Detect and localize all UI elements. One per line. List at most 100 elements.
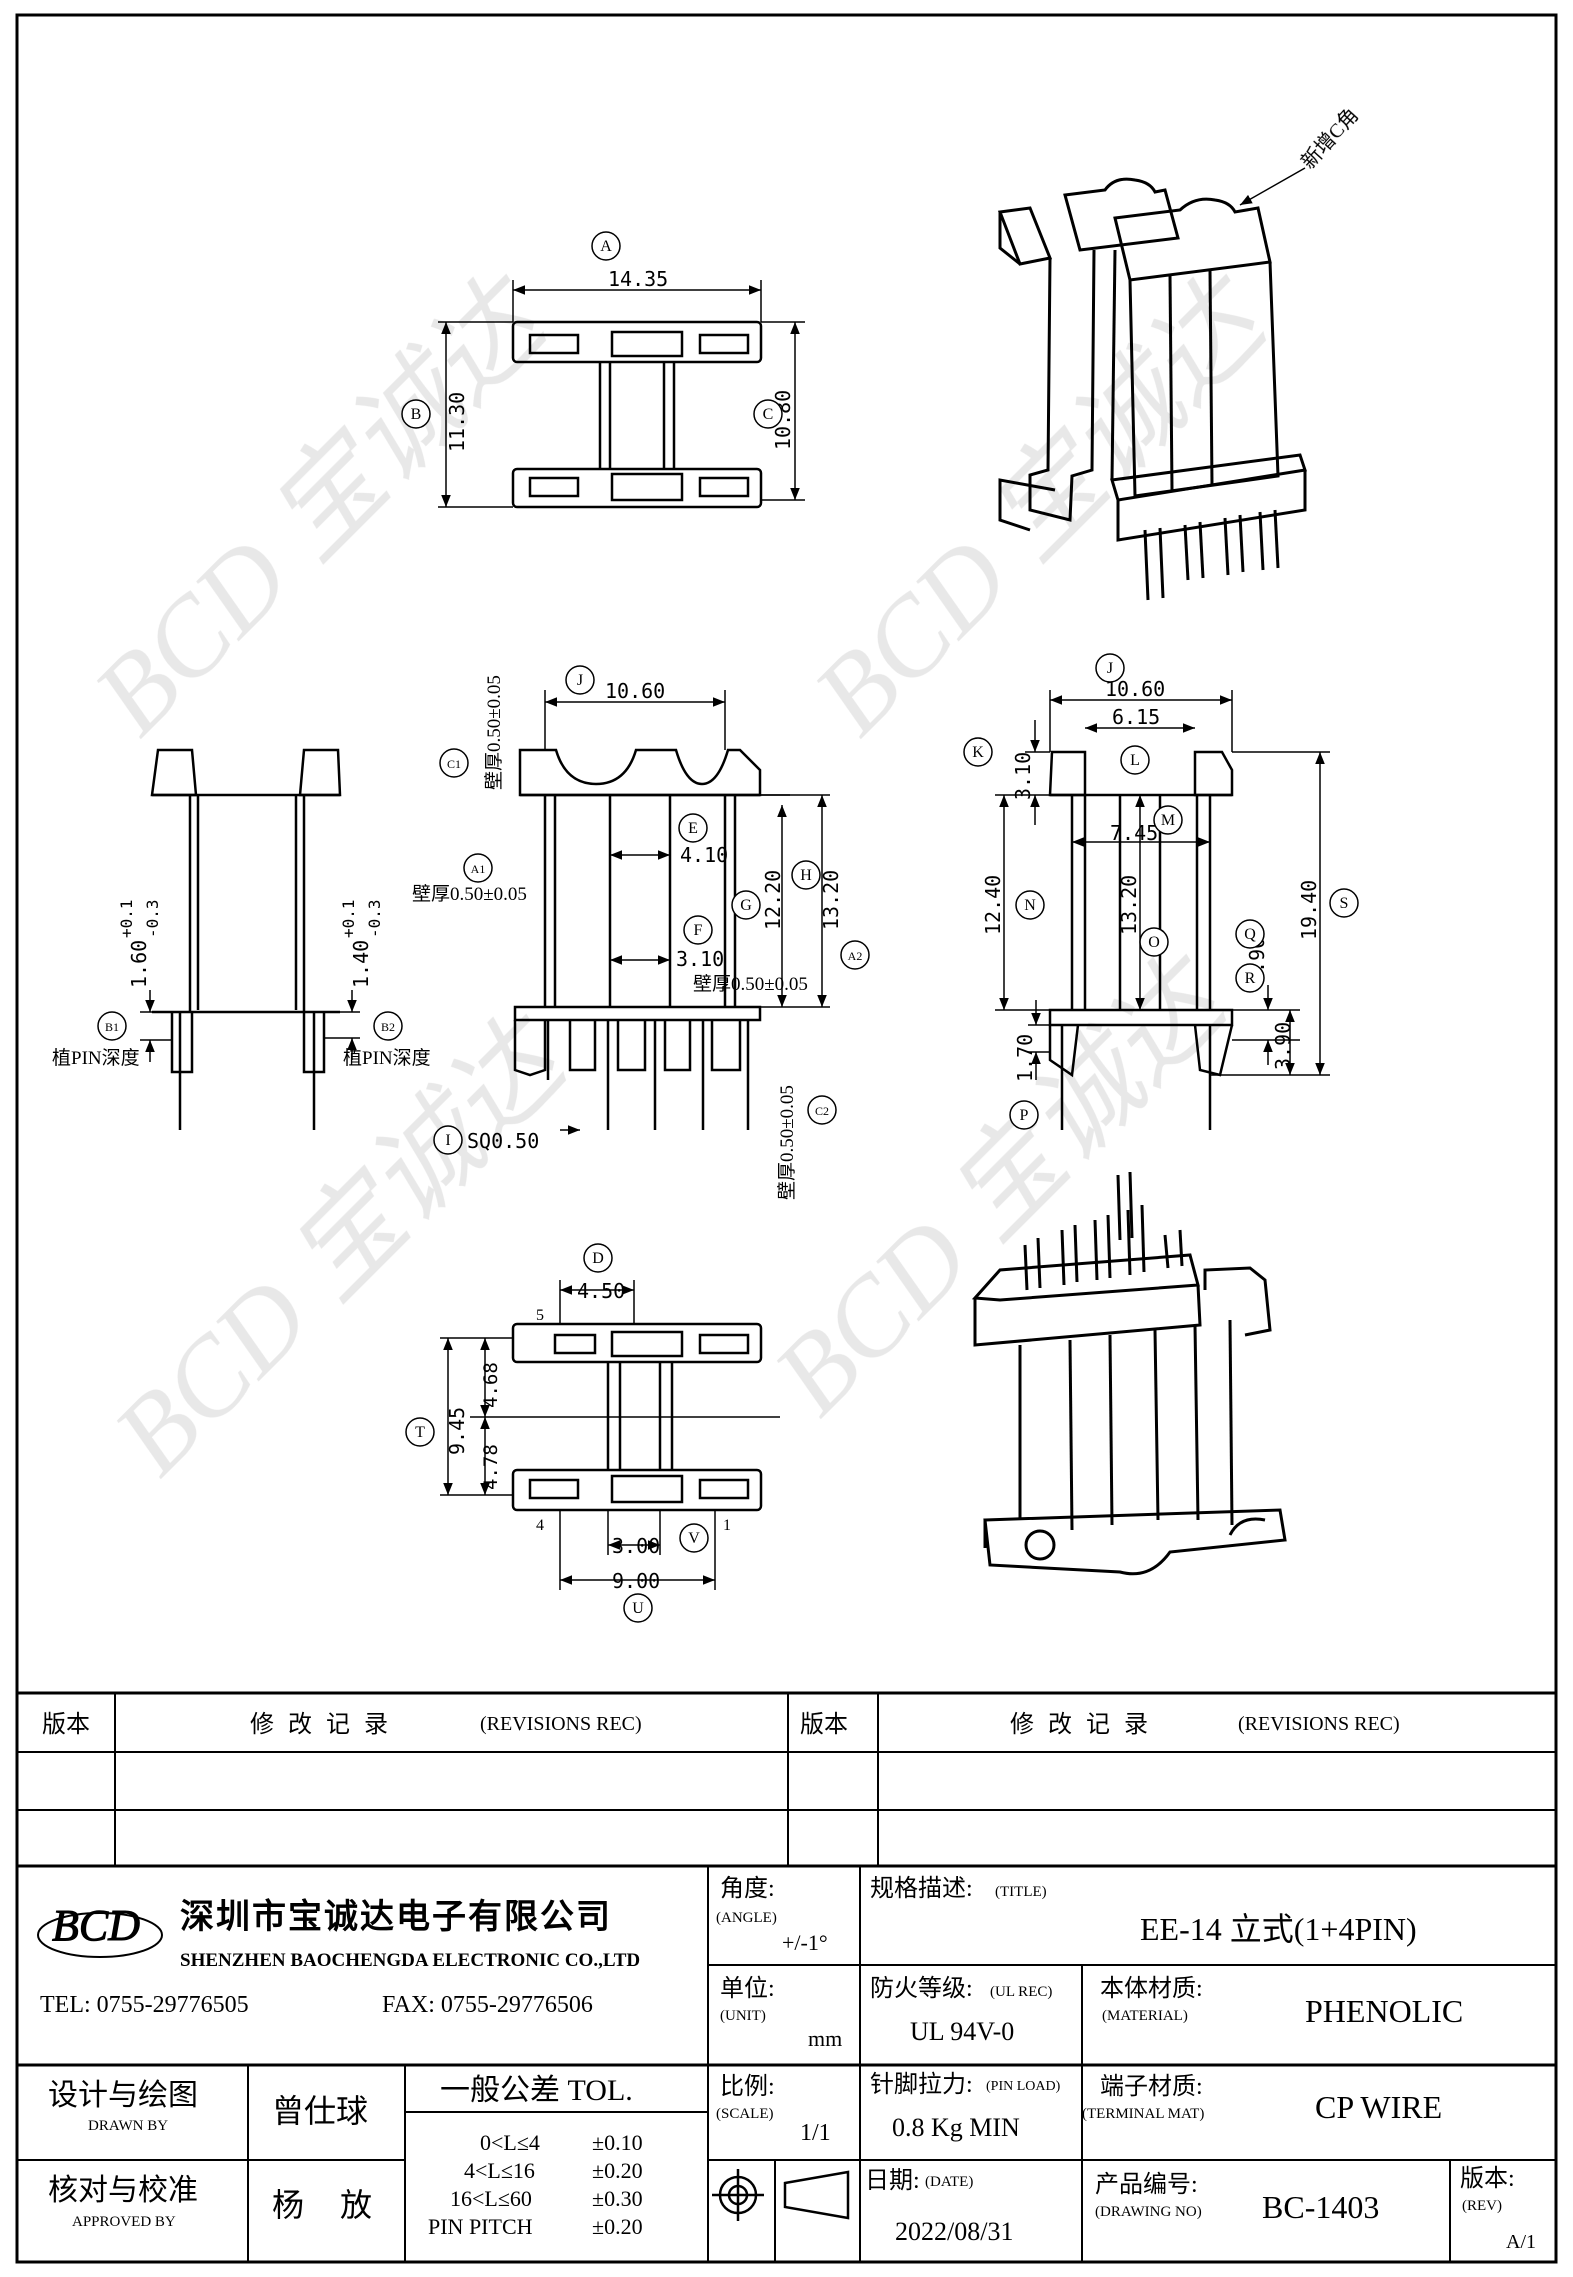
dim-wall-c2: 壁厚0.50±0.05 <box>776 1085 798 1200</box>
callout-label-v: V <box>688 1530 700 1547</box>
tol-value-3: ±0.20 <box>592 2214 643 2239</box>
callout-label-r: R <box>1245 970 1256 987</box>
right-side-view <box>1048 750 1234 1130</box>
top-view <box>511 320 763 509</box>
dim-wall-c1: 壁厚0.50±0.05 <box>483 675 505 790</box>
rev-record-label-right: 修 改 记 录 <box>1010 1711 1152 1738</box>
angle-label: 角度: <box>720 1875 775 1902</box>
dim-J-front-value: 10.60 <box>605 679 665 703</box>
callout-circle-q <box>1235 919 1265 949</box>
callout-circle-e <box>678 813 708 843</box>
company-tel: TEL: 0755-29776505 <box>40 1992 249 2018</box>
callout-circle-l <box>1120 745 1150 775</box>
rev-record-label-en-right: (REVISIONS REC) <box>1238 1713 1400 1735</box>
dim-V-value: 3.00 <box>612 1534 660 1558</box>
dim-450-value: 4.50 <box>577 1279 625 1303</box>
top-view-dims <box>438 280 805 508</box>
company-name-cn: 深圳市宝诚达电子有限公司 <box>180 1897 612 1936</box>
callout-circle-t <box>405 1417 435 1447</box>
dim-R-value: 3.90 <box>1271 1022 1295 1070</box>
left-side-dims <box>140 990 360 1062</box>
approved-value: 杨 放 <box>272 2187 386 2223</box>
dim-P-value: 1.70 <box>1013 1034 1037 1082</box>
pinload-value: 0.8 Kg MIN <box>892 2113 1020 2142</box>
callout-label-d: D <box>592 1250 604 1267</box>
tol-range-1: 4<L≤16 <box>464 2158 535 2183</box>
callout-label-j2: J <box>1107 660 1113 677</box>
rev-version-label-right: 版本 <box>800 1711 848 1738</box>
iso-view-top <box>997 177 1307 601</box>
leader-new-c <box>1239 167 1306 206</box>
company-fax: FAX: 0755-29776506 <box>382 1992 593 2018</box>
dim-A-value: 14.35 <box>608 267 668 291</box>
ul-label: 防火等级: <box>870 1975 973 2002</box>
callout-circle-b2 <box>373 1011 403 1041</box>
pin-number-4: 4 <box>536 1517 544 1534</box>
callout-label-h: H <box>800 867 812 884</box>
dim-U-value: 9.00 <box>612 1569 660 1593</box>
callout-label-e: E <box>688 820 698 837</box>
unit-label: 单位: <box>720 1975 775 2002</box>
callout-label-m: M <box>1161 812 1175 829</box>
dim-wall-a2: 壁厚0.50±0.05 <box>693 973 808 995</box>
callout-label-s: S <box>1340 895 1349 912</box>
watermark: BCD 宝诚达 BCD 宝诚达 BCD 宝诚达 BCD 宝诚达 <box>71 254 1294 1497</box>
company-logo-text: BCD <box>52 1901 140 1950</box>
drawn-label-en: DRAWN BY <box>88 2118 168 2134</box>
dim-H-value: 13.20 <box>819 870 843 930</box>
pin-number-5: 5 <box>536 1307 544 1324</box>
callout-label-g: G <box>740 897 752 914</box>
date-value: 2022/08/31 <box>895 2217 1013 2246</box>
dim-B2-value: 1.40 <box>349 940 373 988</box>
dim-T1-value: 4.68 <box>480 1362 502 1408</box>
callout-label-f: F <box>694 922 703 939</box>
drawn-label: 设计与绘图 <box>48 2079 198 2112</box>
rev-record-label-en-left: (REVISIONS REC) <box>480 1713 642 1735</box>
dim-K-value: 3.10 <box>1011 752 1035 800</box>
callout-label-p: P <box>1020 1107 1029 1124</box>
drawing-label-en: (DRAWING NO) <box>1095 2204 1202 2220</box>
callout-label-l: L <box>1130 752 1140 769</box>
callout-label-c: C <box>763 406 774 423</box>
callout-label-i: I <box>445 1132 450 1149</box>
callout-circle-m <box>1153 805 1183 835</box>
callout-circle-a <box>591 231 621 261</box>
dim-wall-a1: 壁厚0.50±0.05 <box>412 883 527 905</box>
bottom-view <box>470 1322 780 1512</box>
callout-circle-j2 <box>1095 653 1125 683</box>
pin-depth-label-left: 植PIN深度 <box>52 1047 140 1069</box>
material-label: 本体材质: <box>1100 1975 1203 2002</box>
dim-B-value: 11.30 <box>445 392 469 452</box>
approved-label-en: APPROVED BY <box>72 2214 176 2230</box>
date-label: 日期: <box>865 2168 920 2194</box>
callout-circle-p <box>1009 1100 1039 1130</box>
title-value: EE-14 立式(1+4PIN) <box>1140 1911 1417 1947</box>
callout-label-b: B <box>411 406 422 423</box>
material-label-en: (MATERIAL) <box>1102 2008 1188 2024</box>
rev-label: 版本: <box>1460 2165 1515 2192</box>
iso-view-bottom <box>971 1171 1287 1576</box>
dim-S-value: 19.40 <box>1297 880 1321 940</box>
sheet-border <box>15 13 1558 2264</box>
callout-circle-d <box>583 1243 613 1273</box>
rev-label-en: (REV) <box>1462 2198 1502 2214</box>
callout-label-q: Q <box>1244 926 1256 943</box>
callout-circle-o <box>1139 927 1169 957</box>
dim-I-value: SQ0.50 <box>467 1129 539 1153</box>
callout-circle-h <box>791 860 821 890</box>
bottom-view-dims <box>440 1280 716 1590</box>
dim-L-value: 6.15 <box>1112 705 1160 729</box>
drawing-label: 产品编号: <box>1095 2171 1198 2198</box>
terminal-label: 端子材质: <box>1100 2073 1203 2100</box>
callout-circle-i <box>433 1125 463 1155</box>
dim-G-value: 12.20 <box>761 870 785 930</box>
dim-B1-value: 1.60 <box>127 940 151 988</box>
callout-circle-a2 <box>840 940 870 970</box>
callout-circle-c <box>753 399 783 429</box>
front-view-dims <box>544 690 830 1135</box>
rev-version-label-left: 版本 <box>42 1711 90 1738</box>
dim-B2-tol-plus: +0.1 <box>339 899 358 938</box>
callout-circle-k <box>963 737 993 767</box>
watermark-2: BCD 宝诚达 <box>791 254 1294 757</box>
callout-circle-v <box>679 1523 709 1553</box>
